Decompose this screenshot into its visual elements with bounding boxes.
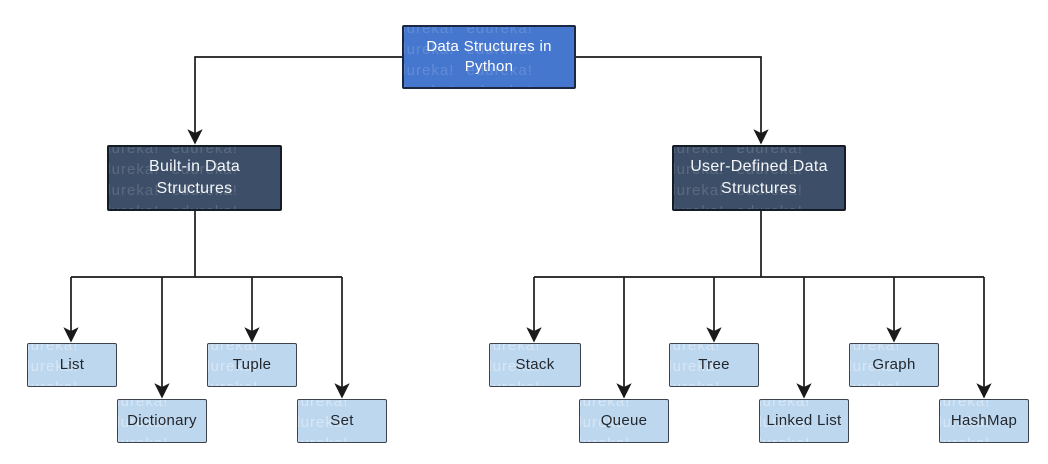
- node-built-in-data-structures: edureka! edureka! edureka! edureka! edur…: [107, 145, 282, 211]
- node-label: HashMap: [950, 411, 1018, 429]
- node-queue: edureka! edureka! edureka! edureka! edur…: [579, 399, 669, 443]
- node-label: Queue: [600, 411, 648, 429]
- node-label: User-Defined Data Structures: [690, 158, 828, 197]
- node-linked-list: edureka! edureka! edureka! edureka! edur…: [759, 399, 849, 443]
- node-tree: edureka! edureka! edureka! edureka! edur…: [669, 343, 759, 387]
- node-set: edureka! edureka! edureka! edureka! edur…: [297, 399, 387, 443]
- node-list: edureka! edureka! edureka! edureka! edur…: [27, 343, 117, 387]
- edge-root-to-builtin: [187, 56, 402, 145]
- node-label: Tuple: [232, 355, 272, 373]
- node-label: Graph: [872, 355, 916, 373]
- edge-root-to-userdefined: [576, 56, 769, 145]
- node-label: Stack: [515, 355, 555, 373]
- node-label: List: [59, 355, 85, 373]
- node-graph: edureka! edureka! edureka! edureka! edur…: [849, 343, 939, 387]
- node-label: Tree: [698, 355, 730, 373]
- node-label: Dictionary: [127, 411, 197, 429]
- node-label: Set: [330, 411, 354, 429]
- node-dictionary: edureka! edureka! edureka! edureka! edur…: [117, 399, 207, 443]
- node-tuple: edureka! edureka! edureka! edureka! edur…: [207, 343, 297, 387]
- node-hashmap: edureka! edureka! edureka! edureka! edur…: [939, 399, 1029, 443]
- node-user-defined-data-structures: edureka! edureka! edureka! edureka! edur…: [672, 145, 846, 211]
- node-label: Linked List: [766, 411, 842, 429]
- node-data-structures-in-python: edureka! edureka! edureka! edureka! edur…: [402, 25, 576, 89]
- node-label: Data Structures in Python: [426, 37, 552, 75]
- node-label: Built-in Data Structures: [148, 158, 241, 197]
- node-stack: edureka! edureka! edureka! edureka! edur…: [489, 343, 581, 387]
